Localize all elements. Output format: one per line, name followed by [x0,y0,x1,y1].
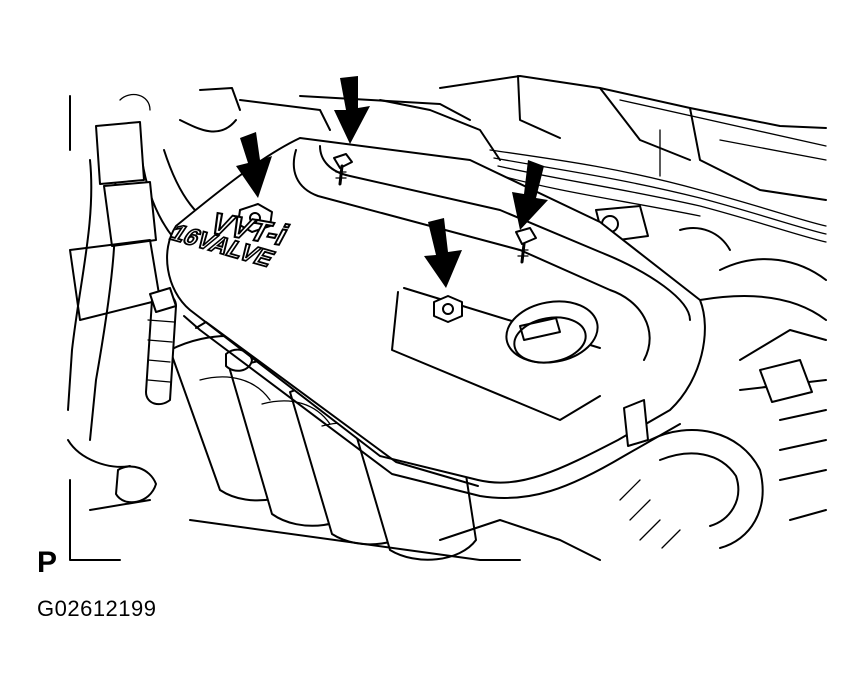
arrow-down-icon [512,160,548,230]
nut-center-icon [433,295,463,323]
arrow-down-icon [424,218,462,288]
engine-bay-background [67,75,827,561]
cylinder-head-cover: VVT-i 16VALVE [149,137,706,500]
figure-code: G02612199 [37,596,157,621]
arrow-down-icon [236,132,272,198]
stud-top-icon [333,153,353,186]
arrow-down-icon [334,76,370,144]
stud-right-icon [515,227,537,264]
view-letter: P [37,546,58,579]
nut-left-icon [237,203,273,233]
callout-arrows [236,76,548,288]
